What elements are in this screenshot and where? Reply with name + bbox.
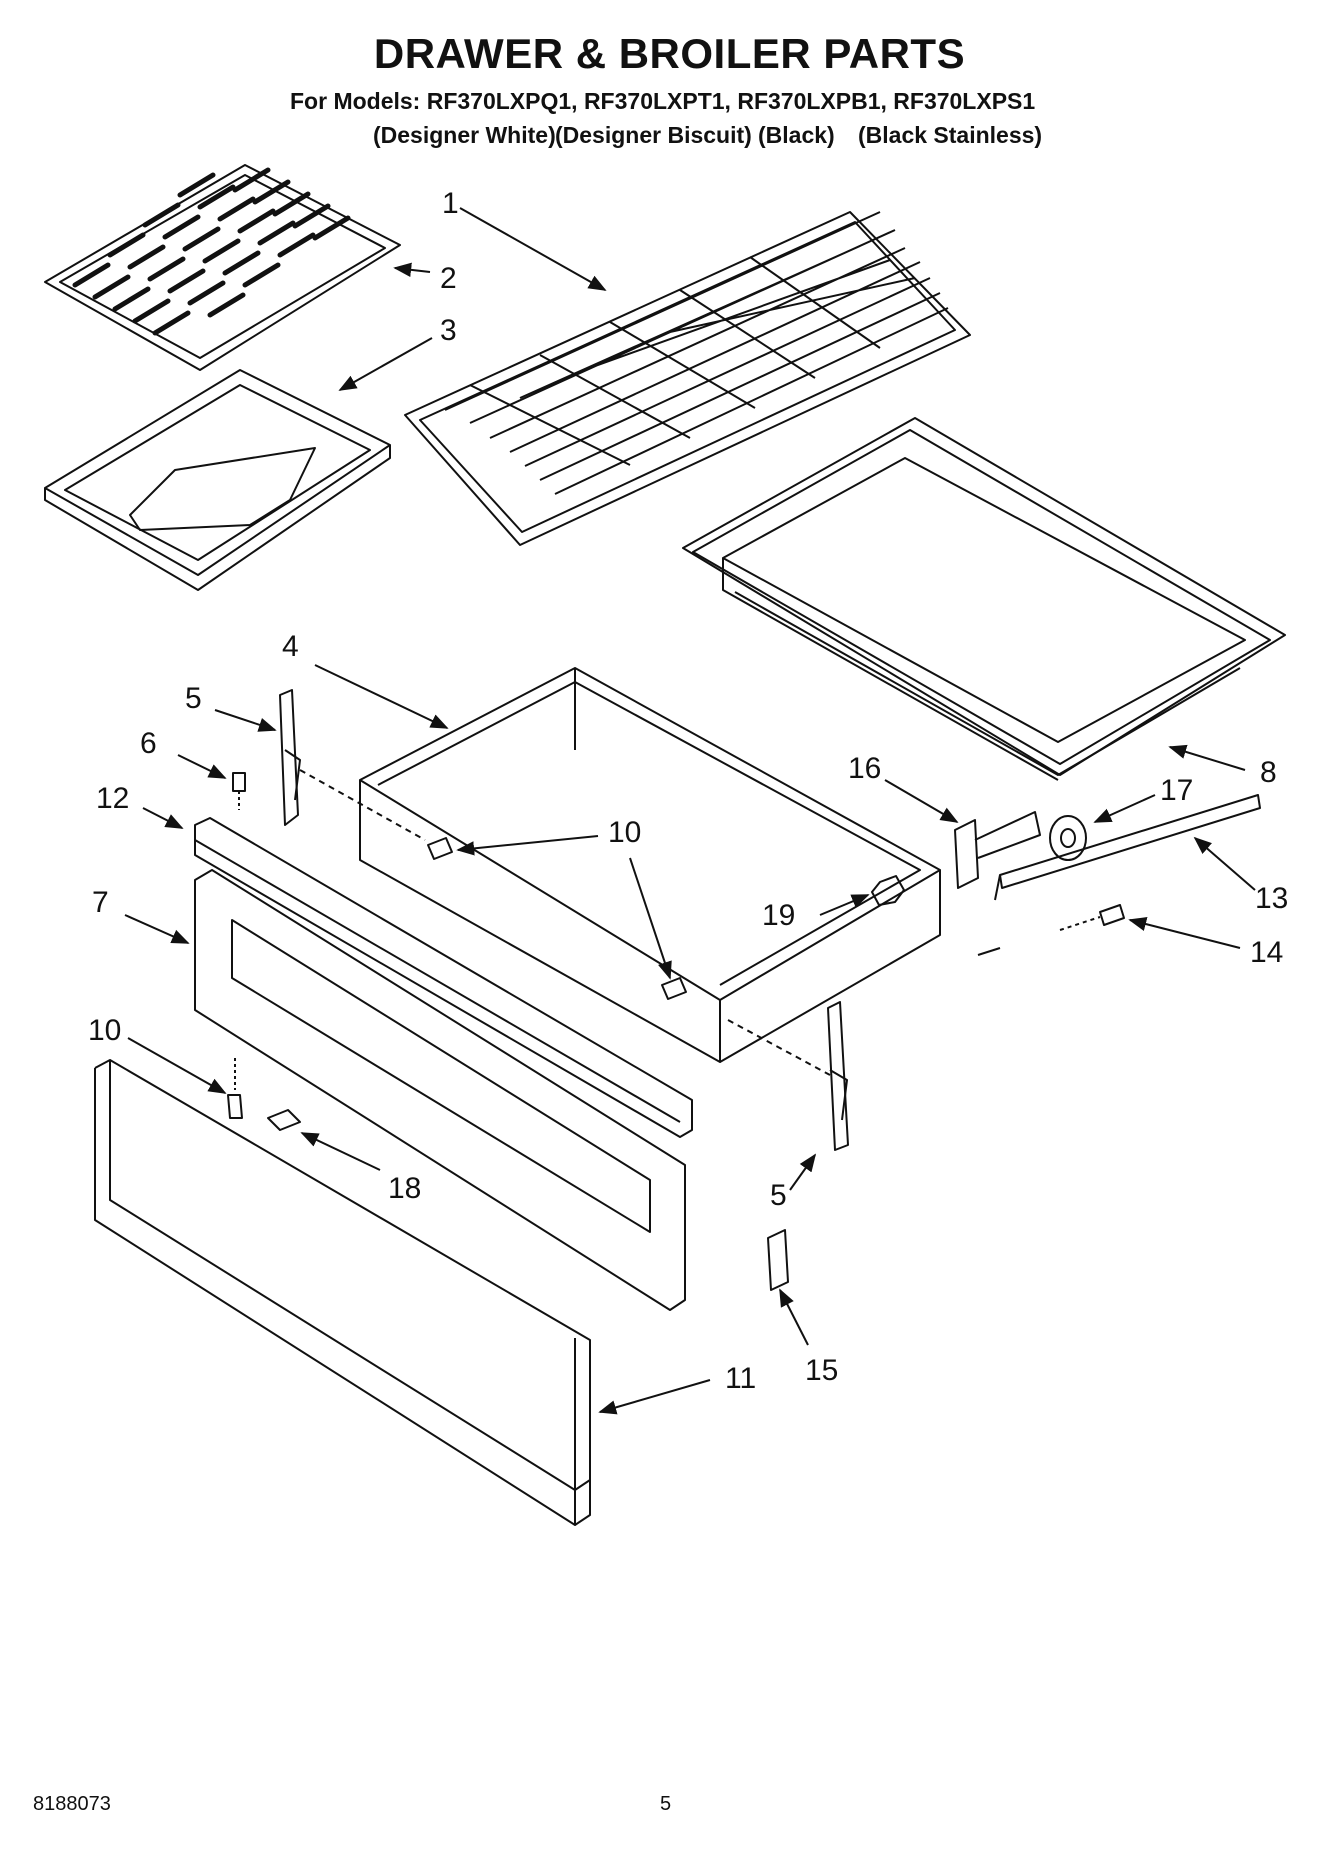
color-black: (Black) — [758, 122, 835, 148]
page-title: DRAWER & BROILER PARTS — [373, 30, 966, 77]
drawer-front-frame-part — [194, 869, 686, 1311]
callout-12: 12 — [96, 782, 129, 815]
color-designer-white: (Designer White) — [373, 122, 556, 148]
callout-6: 6 — [140, 727, 157, 760]
callout-13: 13 — [1255, 882, 1288, 915]
document-number: 8188073 — [33, 1793, 111, 1815]
callout-2: 2 — [440, 262, 457, 295]
callout-15: 15 — [805, 1354, 838, 1387]
callout-5-lower: 5 — [770, 1179, 787, 1212]
drawer-front-panel-part — [94, 1059, 591, 1526]
callout-18: 18 — [388, 1172, 421, 1205]
slide-rail-part — [977, 794, 1261, 956]
callout-19: 19 — [762, 899, 795, 932]
page-number: 5 — [660, 1793, 672, 1815]
callout-5-upper: 5 — [185, 682, 202, 715]
callout-leaders — [124, 207, 1256, 1415]
screw-lower-part — [227, 1058, 243, 1119]
slide-bracket-right-part — [827, 1001, 849, 1151]
color-designer-biscuit: (Designer Biscuit) — [555, 122, 752, 148]
drawer-rack-part — [404, 211, 971, 546]
screw-middle-part — [661, 977, 687, 1000]
models-line: For Models: RF370LXPQ1, RF370LXPT1, RF37… — [290, 88, 1036, 114]
color-black-stainless: (Black Stainless) — [858, 122, 1043, 148]
screw-upper-part — [427, 837, 453, 860]
callout-1: 1 — [442, 187, 459, 220]
callout-7: 7 — [92, 886, 109, 919]
rail-screw-part — [1059, 904, 1125, 931]
broiler-pan-part — [44, 369, 391, 591]
callout-11: 11 — [725, 1362, 756, 1395]
drawer-body-part — [359, 667, 941, 1063]
callout-8: 8 — [1260, 756, 1277, 789]
callout-10-lower: 10 — [88, 1014, 121, 1047]
callout-4: 4 — [282, 630, 299, 663]
callout-16: 16 — [848, 752, 881, 785]
mounting-bracket-part — [954, 811, 1041, 889]
nut-part — [871, 875, 905, 906]
callout-14: 14 — [1250, 936, 1283, 969]
callout-17: 17 — [1160, 774, 1193, 807]
broiler-grid-part — [44, 164, 401, 371]
clip-part — [267, 1109, 301, 1131]
roller-part — [1049, 815, 1087, 861]
callout-3: 3 — [440, 314, 457, 347]
drawer-liner-part — [682, 417, 1286, 781]
small-bracket-part — [767, 1229, 789, 1291]
slide-bracket-left-part — [279, 689, 301, 826]
callout-10-upper: 10 — [608, 816, 641, 849]
screw-part — [232, 772, 246, 810]
trim-strip-part — [194, 817, 693, 1138]
